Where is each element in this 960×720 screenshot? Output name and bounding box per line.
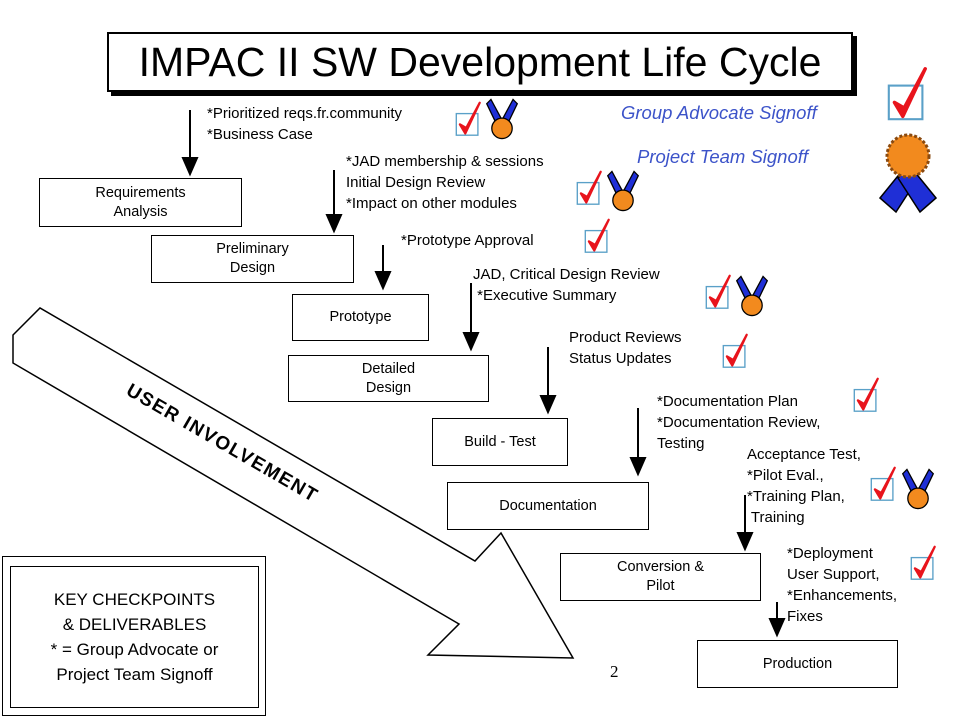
award-medal-icon — [902, 468, 934, 510]
stage-requirements-analysis: Requirements Analysis — [39, 178, 242, 227]
note-documentation: *Documentation Plan *Documentation Revie… — [657, 393, 821, 452]
key-box-frame — [2, 556, 266, 716]
checkmark-icon — [853, 377, 879, 413]
stage-detailed-design: Detailed Design — [288, 355, 489, 402]
note-preliminary: *JAD membership & sessions Initial Desig… — [346, 153, 544, 212]
checkmark-icon — [910, 545, 936, 581]
stage-production: Production — [697, 640, 898, 688]
award-medal-icon — [736, 275, 768, 317]
key-box: KEY CHECKPOINTS & DELIVERABLES * = Group… — [10, 566, 259, 708]
stage-documentation: Documentation — [447, 482, 649, 530]
stage-conversion-pilot: Conversion & Pilot — [560, 553, 761, 601]
checkmark-icon — [870, 466, 896, 502]
stage-prototype: Prototype — [292, 294, 429, 341]
stage-preliminary-design: Preliminary Design — [151, 235, 354, 283]
checkmark-icon — [705, 274, 731, 310]
flow-arrows — [181, 110, 786, 638]
checkmark-icon — [455, 101, 481, 137]
award-medal-icon — [486, 98, 518, 140]
legend-checkmark-icon — [886, 66, 928, 122]
legend-group-advocate: Group Advocate Signoff — [621, 102, 817, 123]
note-production: *Deployment User Support, *Enhancements,… — [787, 545, 898, 625]
checkmark-icon — [576, 170, 602, 206]
page-number: 2 — [610, 662, 619, 681]
legend-medal-icon — [878, 133, 938, 214]
checkmark-icon — [584, 218, 610, 254]
note-build: Product Reviews Status Updates — [569, 329, 682, 367]
note-prototype: *Prototype Approval — [401, 232, 534, 249]
legend-project-team: Project Team Signoff — [637, 146, 809, 167]
note-conversion: Acceptance Test, *Pilot Eval., *Training… — [747, 446, 861, 526]
page-title: IMPAC II SW Development Life Cycle — [107, 32, 853, 92]
note-requirements: *Prioritized reqs.fr.community *Business… — [207, 105, 403, 143]
award-medal-icon — [607, 170, 639, 212]
stage-build-test: Build - Test — [432, 418, 568, 466]
checkmark-icon — [722, 333, 748, 369]
note-detailed: JAD, Critical Design Review *Executive S… — [473, 266, 660, 304]
user-involvement-arrow — [12, 307, 575, 659]
